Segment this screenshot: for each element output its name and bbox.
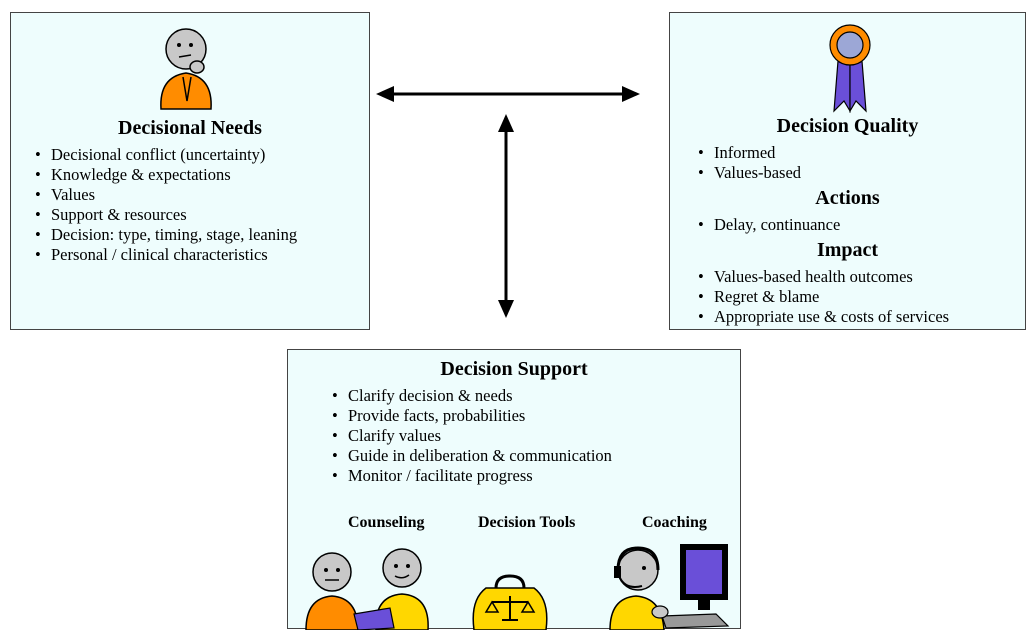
list-item: Support & resources [33, 205, 297, 225]
decision-quality-list: Informed Values-based [696, 143, 801, 183]
counseling-label: Counseling [348, 514, 425, 531]
decision-quality-title: Decision Quality [776, 115, 919, 137]
list-item: Decisional conflict (uncertainty) [33, 145, 297, 165]
list-item: Monitor / facilitate progress [330, 466, 612, 486]
decision-support-list: Clarify decision & needs Provide facts, … [330, 386, 612, 486]
list-item: Provide facts, probabilities [330, 406, 612, 426]
decision-tools-label: Decision Tools [478, 514, 576, 531]
list-item: Values-based [696, 163, 801, 183]
list-item: Knowledge & expectations [33, 165, 297, 185]
vertical-double-arrow [498, 114, 514, 318]
decisional-needs-box: Decisional Needs Decisional conflict (un… [10, 12, 370, 330]
impact-title: Impact [816, 239, 879, 261]
list-item: Clarify values [330, 426, 612, 446]
actions-list: Delay, continuance [696, 215, 840, 235]
list-item: Regret & blame [696, 287, 949, 307]
thinking-person-icon [160, 28, 212, 110]
list-item: Delay, continuance [696, 215, 840, 235]
list-item: Informed [696, 143, 801, 163]
ribbon-award-icon [829, 24, 871, 114]
decision-support-title: Decision Support [440, 358, 588, 380]
impact-list: Values-based health outcomes Regret & bl… [696, 267, 949, 327]
list-item: Personal / clinical characteristics [33, 245, 297, 265]
list-item: Appropriate use & costs of services [696, 307, 949, 327]
list-item: Values [33, 185, 297, 205]
actions-title: Actions [815, 187, 880, 209]
counseling-people-icon [305, 548, 429, 630]
decision-quality-box: Decision Quality Informed Values-based A… [669, 12, 1026, 330]
list-item: Values-based health outcomes [696, 267, 949, 287]
coaching-headset-computer-icon [609, 544, 730, 630]
decision-tools-bag-icon [472, 574, 548, 630]
decisional-needs-title: Decisional Needs [118, 117, 262, 139]
list-item: Decision: type, timing, stage, leaning [33, 225, 297, 245]
horizontal-double-arrow [376, 86, 640, 102]
decision-support-box: Decision Support Clarify decision & need… [287, 349, 741, 630]
decisional-needs-list: Decisional conflict (uncertainty) Knowle… [33, 145, 297, 265]
list-item: Clarify decision & needs [330, 386, 612, 406]
list-item: Guide in deliberation & communication [330, 446, 612, 466]
coaching-label: Coaching [642, 514, 707, 531]
